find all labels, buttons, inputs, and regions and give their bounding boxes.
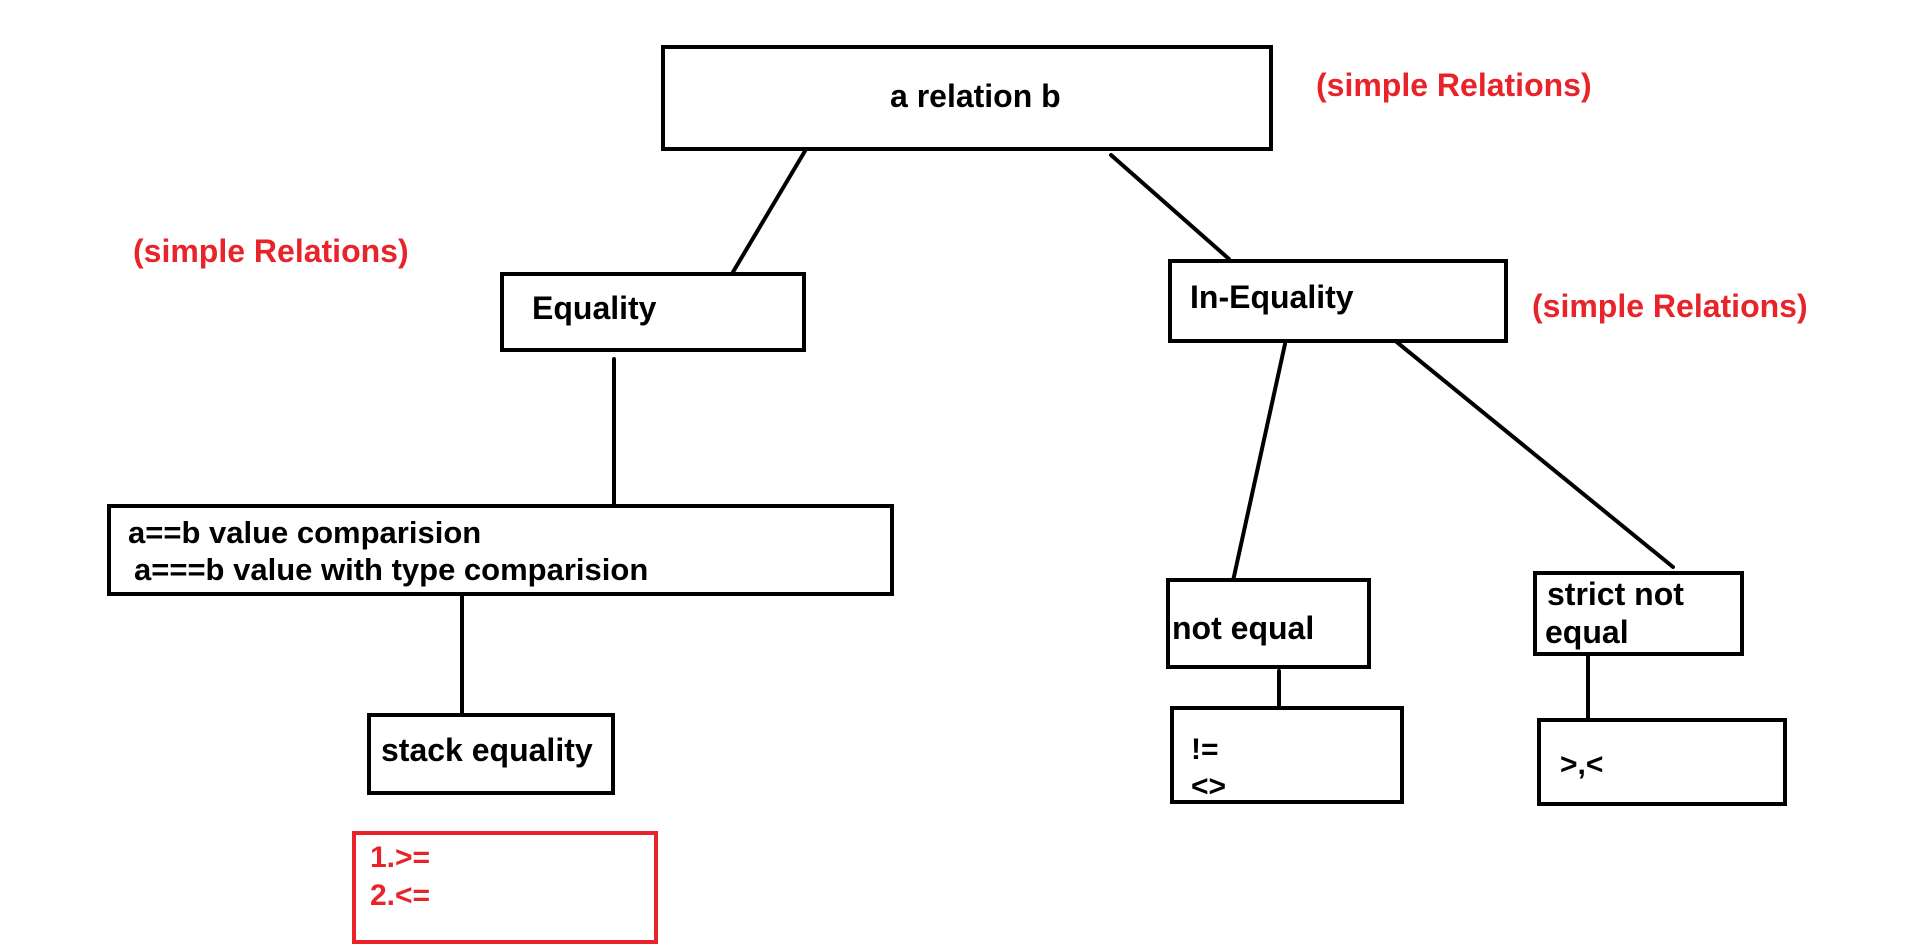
stack-list-line-2: 2.<= — [370, 879, 431, 912]
annotation-top-right: (simple Relations) — [1316, 67, 1592, 103]
strict-not-equal-line-1: strict not — [1547, 576, 1684, 612]
inequality-node: In-Equality — [1168, 259, 1508, 343]
stack-list-node: 1.>= 2.<= — [352, 831, 658, 944]
equality-node: Equality — [500, 272, 806, 352]
root-node: a relation b — [661, 45, 1273, 151]
not-equal-ops-line-2: <> — [1191, 770, 1227, 803]
connector-root-equality — [731, 149, 807, 274]
strict-not-equal-line-2: equal — [1545, 614, 1629, 650]
equality-node-label: Equality — [532, 290, 657, 326]
not-equal-node: not equal — [1166, 578, 1371, 669]
not-equal-ops-node: != <> — [1170, 706, 1404, 804]
comparison-line-2: a===b value with type comparision — [134, 552, 649, 587]
strict-ops-node: >,< — [1537, 718, 1787, 806]
stack-list-line-1: 1.>= — [370, 841, 431, 874]
strict-not-equal-node: strict not equal — [1533, 571, 1744, 656]
connector-root-inequality — [1109, 153, 1231, 261]
not-equal-label: not equal — [1172, 610, 1315, 646]
stack-equality-node: stack equality — [367, 713, 615, 795]
stack-equality-label: stack equality — [381, 732, 593, 768]
root-node-label: a relation b — [890, 78, 1061, 114]
connector-inequality-notequal — [1231, 342, 1287, 583]
strict-ops-label: >,< — [1560, 748, 1604, 781]
annotation-left: (simple Relations) — [133, 233, 409, 269]
not-equal-ops-line-1: != — [1191, 733, 1219, 766]
comparison-line-1: a==b value comparision — [128, 515, 482, 550]
connector-inequality-strict — [1391, 337, 1675, 569]
inequality-node-label: In-Equality — [1190, 279, 1354, 315]
comparison-node: a==b value comparision a===b value with … — [107, 504, 894, 596]
annotation-right: (simple Relations) — [1532, 288, 1808, 324]
